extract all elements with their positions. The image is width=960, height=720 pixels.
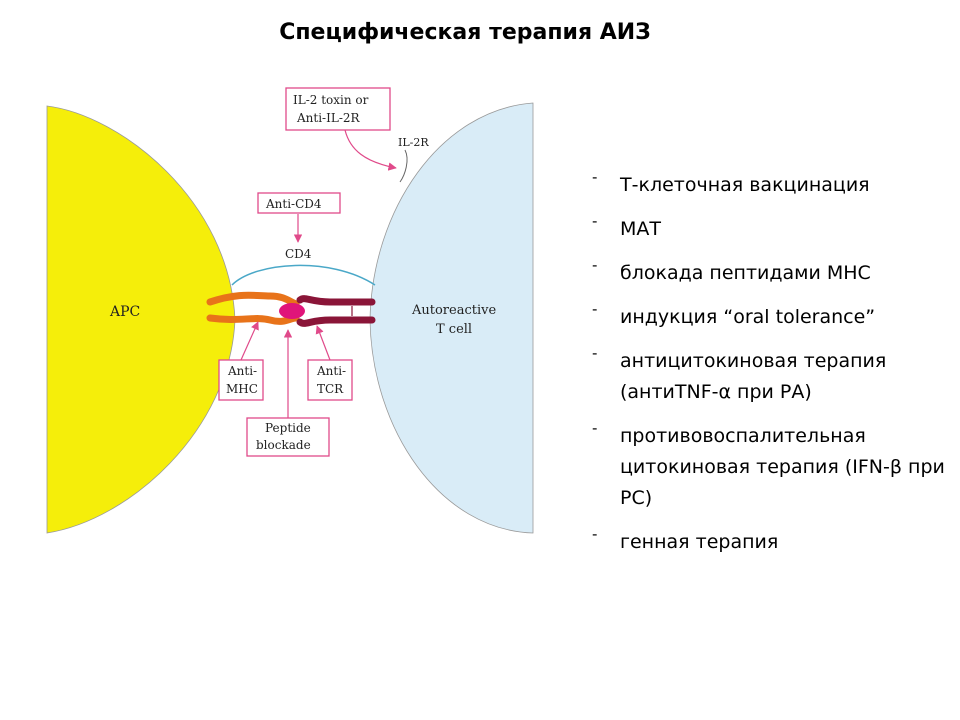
bullet-dash: - (592, 256, 598, 274)
anti-cd4-label: Anti-CD4 (265, 197, 322, 211)
il2-arrow (344, 129, 397, 171)
anti-mhc-line1: Anti- (227, 364, 257, 378)
il2r-label: IL-2R (398, 136, 429, 149)
list-item: - блокада пептидами МНС (592, 256, 952, 289)
tcell-label-2: T cell (436, 322, 472, 337)
list-item: - индукция “oral tolerance” (592, 300, 952, 333)
list-item-text: противовоспалительная цитокиновая терапи… (620, 425, 945, 509)
cd4-molecule (231, 264, 376, 286)
anti-tcr-line2: TCR (317, 382, 344, 396)
bullet-dash: - (592, 212, 598, 230)
il2-toxin-box (285, 87, 391, 131)
slide-title: Специфическая терапия АИЗ (279, 20, 651, 45)
mhc-molecule (206, 291, 300, 325)
tcell-label-1: Autoreactive (411, 303, 496, 318)
list-item-text: Т-клеточная вакцинация (620, 174, 870, 196)
anti-mhc-box (218, 359, 264, 401)
anti-mhc-line2: MHC (226, 382, 258, 396)
peptide-blockade-line1: Peptide (265, 421, 311, 435)
peptide-blockade-box (246, 417, 330, 457)
bullet-dash: - (592, 300, 598, 318)
list-item-text: блокада пептидами МНС (620, 262, 871, 284)
list-item: - противовоспалительная цитокиновая тера… (592, 419, 952, 514)
therapy-list: - Т-клеточная вакцинация - МАТ - блокада … (592, 168, 952, 571)
list-item-text: индукция “oral tolerance” (620, 306, 876, 328)
bullet-dash: - (592, 344, 598, 362)
list-item-text: генная терапия (620, 531, 779, 553)
immune-synapse-diagram: APC Autoreactive T cell IL-2 toxin or An… (46, 87, 534, 534)
il2-box-line2: Anti-IL-2R (296, 111, 361, 125)
apc-label: APC (109, 304, 140, 320)
bullet-dash: - (592, 525, 598, 543)
list-item: - Т-клеточная вакцинация (592, 168, 952, 201)
peptide (279, 303, 305, 319)
il2r-receptor (399, 149, 408, 183)
tcr-molecule (296, 295, 376, 327)
bullet-dash: - (592, 419, 598, 437)
anti-mhc-arrow (240, 321, 259, 361)
list-item-text: антицитокиновая терапия (антиTNF-α при Р… (620, 350, 887, 403)
il2-box-line1: IL-2 toxin or (293, 93, 369, 107)
list-item: - генная терапия (592, 525, 952, 558)
anti-tcr-line1: Anti- (316, 364, 346, 378)
list-item-text: МАТ (620, 218, 661, 240)
bullet-dash: - (592, 168, 598, 186)
list-item: - МАТ (592, 212, 952, 245)
apc-cell (46, 105, 236, 534)
list-item: - антицитокиновая терапия (антиTNF-α при… (592, 344, 952, 408)
peptide-blockade-line2: blockade (256, 438, 311, 452)
anti-tcr-arrow (315, 325, 331, 361)
cd4-label: CD4 (285, 247, 312, 261)
anti-cd4-box (257, 192, 341, 214)
anti-tcr-box (307, 359, 353, 401)
